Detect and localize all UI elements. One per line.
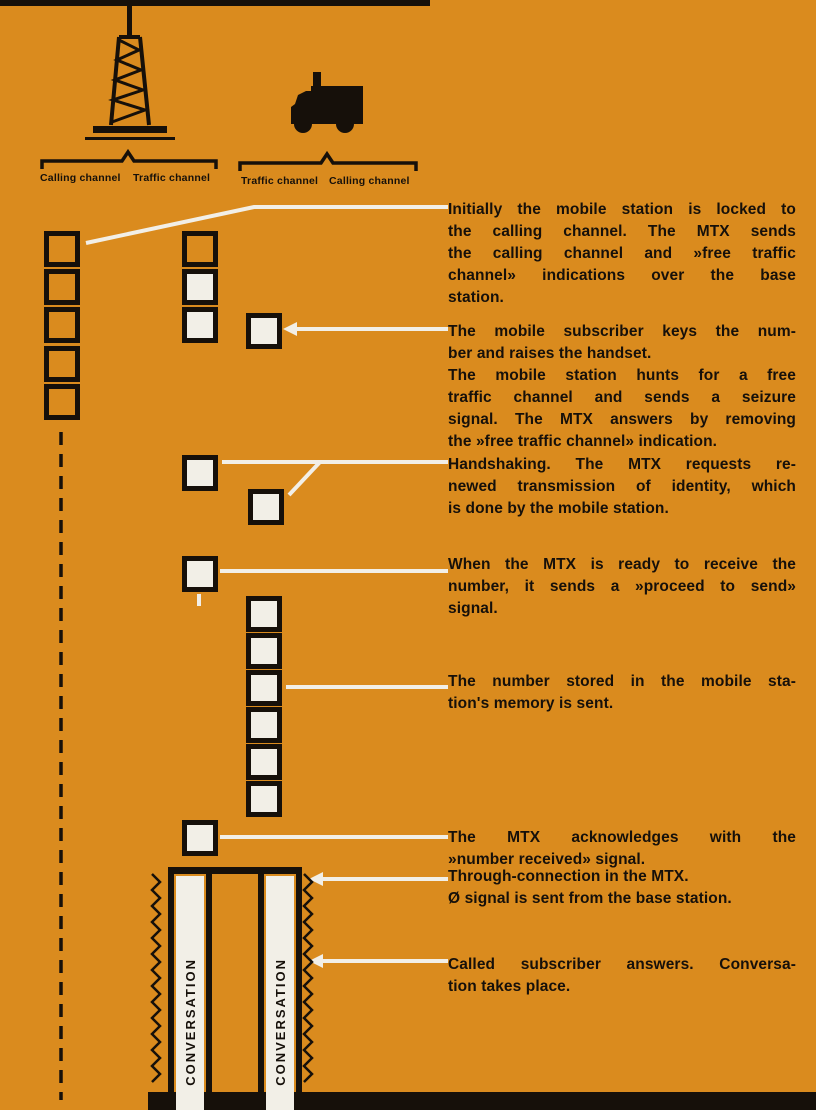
mobile-station-bracket bbox=[238, 150, 418, 171]
arrowhead-through-connection bbox=[309, 872, 323, 886]
conversation-bar-right bbox=[266, 876, 294, 1110]
signal-square-base-calling bbox=[44, 231, 80, 267]
signal-square-mobile-traffic bbox=[246, 633, 282, 669]
annotation-line: the calling channel. The MTX sends bbox=[448, 223, 796, 240]
annotation-line: Handshaking. The MTX requests re- bbox=[448, 456, 796, 473]
annotation-line: signal. The MTX answers by removing bbox=[448, 411, 796, 428]
annotation-line: traffic channel and sends a seizure bbox=[448, 389, 796, 406]
annotation-line: »number received» signal. bbox=[448, 851, 646, 868]
arrowhead-conversation bbox=[309, 954, 323, 968]
annotation-3: Handshaking. The MTX requests re-newed t… bbox=[448, 454, 796, 520]
conversation-rail bbox=[206, 867, 212, 1110]
annotation-4: When the MTX is ready to receive the numb… bbox=[448, 554, 796, 620]
signal-square-mobile-traffic bbox=[246, 744, 282, 780]
annotation-line: The number stored in the mobile sta- bbox=[448, 673, 796, 690]
wavy-line-right bbox=[302, 873, 314, 1083]
annotation-line: the calling channel and »free traffic bbox=[448, 245, 796, 262]
scan-edge-bottom bbox=[148, 1092, 816, 1110]
signal-square-mobile-traffic bbox=[246, 596, 282, 632]
radio-tower-icon bbox=[85, 3, 175, 140]
scan-edge-top bbox=[0, 0, 430, 6]
annotation-line: The mobile station hunts for a free bbox=[448, 367, 796, 384]
connector-handshake-branch bbox=[287, 460, 322, 497]
annotation-5: The number stored in the mobile sta-tion… bbox=[448, 671, 796, 715]
signal-square-base-calling bbox=[44, 269, 80, 305]
channel-label-mobile-traffic: Traffic channel bbox=[241, 175, 319, 187]
signal-square-mobile-traffic bbox=[246, 707, 282, 743]
channel-label-mobile-calling: Calling channel bbox=[329, 175, 410, 187]
annotation-line: When the MTX is ready to receive the bbox=[448, 556, 796, 573]
connector-locked-to-calling bbox=[85, 205, 448, 245]
wavy-line-left bbox=[150, 873, 162, 1083]
signal-square-base-traffic bbox=[182, 231, 218, 267]
conversation-label-left: CONVERSATION bbox=[182, 958, 198, 1086]
annotation-6: The MTX acknowledges with the »number rec… bbox=[448, 827, 796, 871]
annotation-line: Ø signal is sent from the base station. bbox=[448, 890, 732, 907]
signal-square-base-calling bbox=[44, 384, 80, 420]
signal-square-base-calling bbox=[44, 307, 80, 343]
annotation-7: Through-connection in the MTX. Ø signal i… bbox=[448, 866, 796, 910]
conversation-rail bbox=[168, 867, 174, 1110]
arrowhead-seizure bbox=[283, 322, 297, 336]
signal-square-mobile-traffic bbox=[246, 670, 282, 706]
truck-icon bbox=[291, 72, 363, 133]
annotation-line: tion's memory is sent. bbox=[448, 695, 614, 712]
annotation-line: ber and raises the handset. bbox=[448, 345, 652, 362]
annotation-line: Through-connection in the MTX. bbox=[448, 868, 689, 885]
annotation-line: The mobile subscriber keys the num- bbox=[448, 323, 796, 340]
signal-square-base-traffic bbox=[182, 556, 218, 592]
annotation-line: tion takes place. bbox=[448, 978, 571, 995]
annotation-line: station. bbox=[448, 289, 504, 306]
channel-label-base-calling: Calling channel bbox=[40, 172, 121, 184]
annotation-line: is done by the mobile station. bbox=[448, 500, 669, 517]
signal-square-mobile-traffic bbox=[246, 781, 282, 817]
through-connection-cap bbox=[168, 867, 302, 874]
annotation-line: Initially the mobile station is locked t… bbox=[448, 201, 796, 218]
annotation-8: Called subscriber answers. Conversa-tion… bbox=[448, 954, 796, 998]
annotation-line: signal. bbox=[448, 600, 498, 617]
base-station-bracket bbox=[40, 148, 218, 169]
annotation-line: channel» indications over the base bbox=[448, 267, 796, 284]
annotation-line: number, it sends a »proceed to send» bbox=[448, 578, 796, 595]
annotation-line: Called subscriber answers. Conversa- bbox=[448, 956, 796, 973]
conversation-rail bbox=[258, 867, 264, 1110]
annotation-1: Initially the mobile station is locked t… bbox=[448, 199, 796, 309]
signal-square-mobile-traffic bbox=[246, 313, 282, 349]
annotation-line: the »free traffic channel» indication. bbox=[448, 433, 718, 450]
signal-square-base-traffic bbox=[182, 455, 218, 491]
annotation-line: The MTX acknowledges with the bbox=[448, 829, 796, 846]
conversation-label-right: CONVERSATION bbox=[272, 958, 288, 1086]
annotation-line: newed transmission of identity, which bbox=[448, 478, 796, 495]
conversation-rail bbox=[296, 867, 302, 1110]
conversation-bar-left bbox=[176, 876, 204, 1110]
channel-label-base-traffic: Traffic channel bbox=[133, 172, 211, 184]
signal-square-base-traffic bbox=[182, 307, 218, 343]
signal-square-mobile-traffic bbox=[248, 489, 284, 525]
signal-square-base-traffic bbox=[182, 269, 218, 305]
annotation-2: The mobile subscriber keys the num-ber a… bbox=[448, 321, 796, 453]
signal-square-base-calling bbox=[44, 346, 80, 382]
signal-square-base-traffic bbox=[182, 820, 218, 856]
